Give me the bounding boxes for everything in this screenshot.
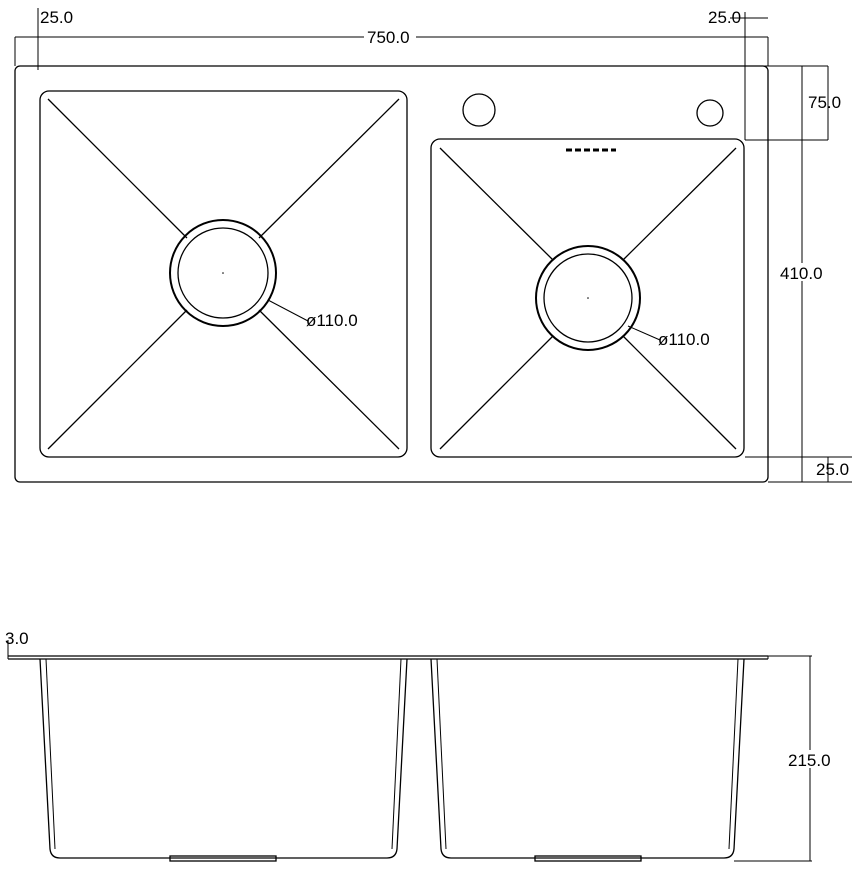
small-bowl-slope-line [622, 335, 737, 450]
small-drain-inner-ring [543, 253, 633, 343]
large-bowl-slope-line [258, 98, 400, 239]
large-bowl-outline [39, 90, 408, 458]
large-bowl-slope-line [258, 309, 400, 450]
tap-hole-left [462, 93, 496, 127]
small-bowl-wall-inner [728, 658, 739, 850]
small-drain-profile [534, 855, 642, 862]
large-drain-center-mark [222, 272, 224, 274]
overall-width-label: 750.0 [367, 28, 410, 47]
width-label-background [364, 29, 416, 45]
depth-label-background [778, 263, 826, 281]
small-drain-diameter-label: ø110.0 [658, 330, 710, 349]
large-bowl-profile [39, 658, 408, 859]
rim-thickness-label: 3.0 [5, 629, 29, 648]
large-bowl-wall-inner [45, 658, 56, 850]
large-drain-outer-ring [169, 219, 277, 327]
large-drain-diameter-label: ø110.0 [306, 311, 358, 330]
small-bowl-wall-inner [436, 658, 447, 850]
top-left-margin-label: 25.0 [40, 8, 73, 27]
side-view: 3.0 215.0 [5, 629, 834, 862]
small-bowl-outline [430, 138, 745, 458]
top-right-margin-label: 25.0 [708, 8, 741, 27]
small-bowl: ø110.0 [430, 138, 745, 458]
tap-offset-label: 75.0 [808, 93, 841, 112]
large-drain-leader-line [267, 299, 309, 322]
large-bowl-slope-line [47, 98, 188, 239]
small-drain-leader-line [627, 325, 661, 341]
small-bowl-profile [430, 658, 745, 859]
small-drain-outer-ring [535, 245, 641, 351]
overall-depth-label: 410.0 [780, 264, 823, 283]
large-drain-inner-ring [177, 227, 269, 319]
top-view: 25.0 750.0 25.0 ø110.0 [14, 8, 852, 483]
large-bowl-slope-line [47, 309, 188, 450]
small-bowl-slope-line [622, 147, 737, 261]
small-bowl-slope-line [439, 147, 554, 261]
bowl-height-label: 215.0 [788, 751, 831, 770]
small-bowl-slope-line [439, 335, 554, 450]
bottom-margin-label: 25.0 [816, 460, 849, 479]
sink-outer-outline [14, 65, 769, 483]
small-drain-center-mark [587, 297, 589, 299]
tap-hole-right [696, 99, 724, 127]
large-drain-profile [169, 855, 277, 862]
height-label-background [786, 750, 834, 768]
large-bowl-wall-inner [391, 658, 402, 850]
large-bowl: ø110.0 [39, 90, 408, 458]
